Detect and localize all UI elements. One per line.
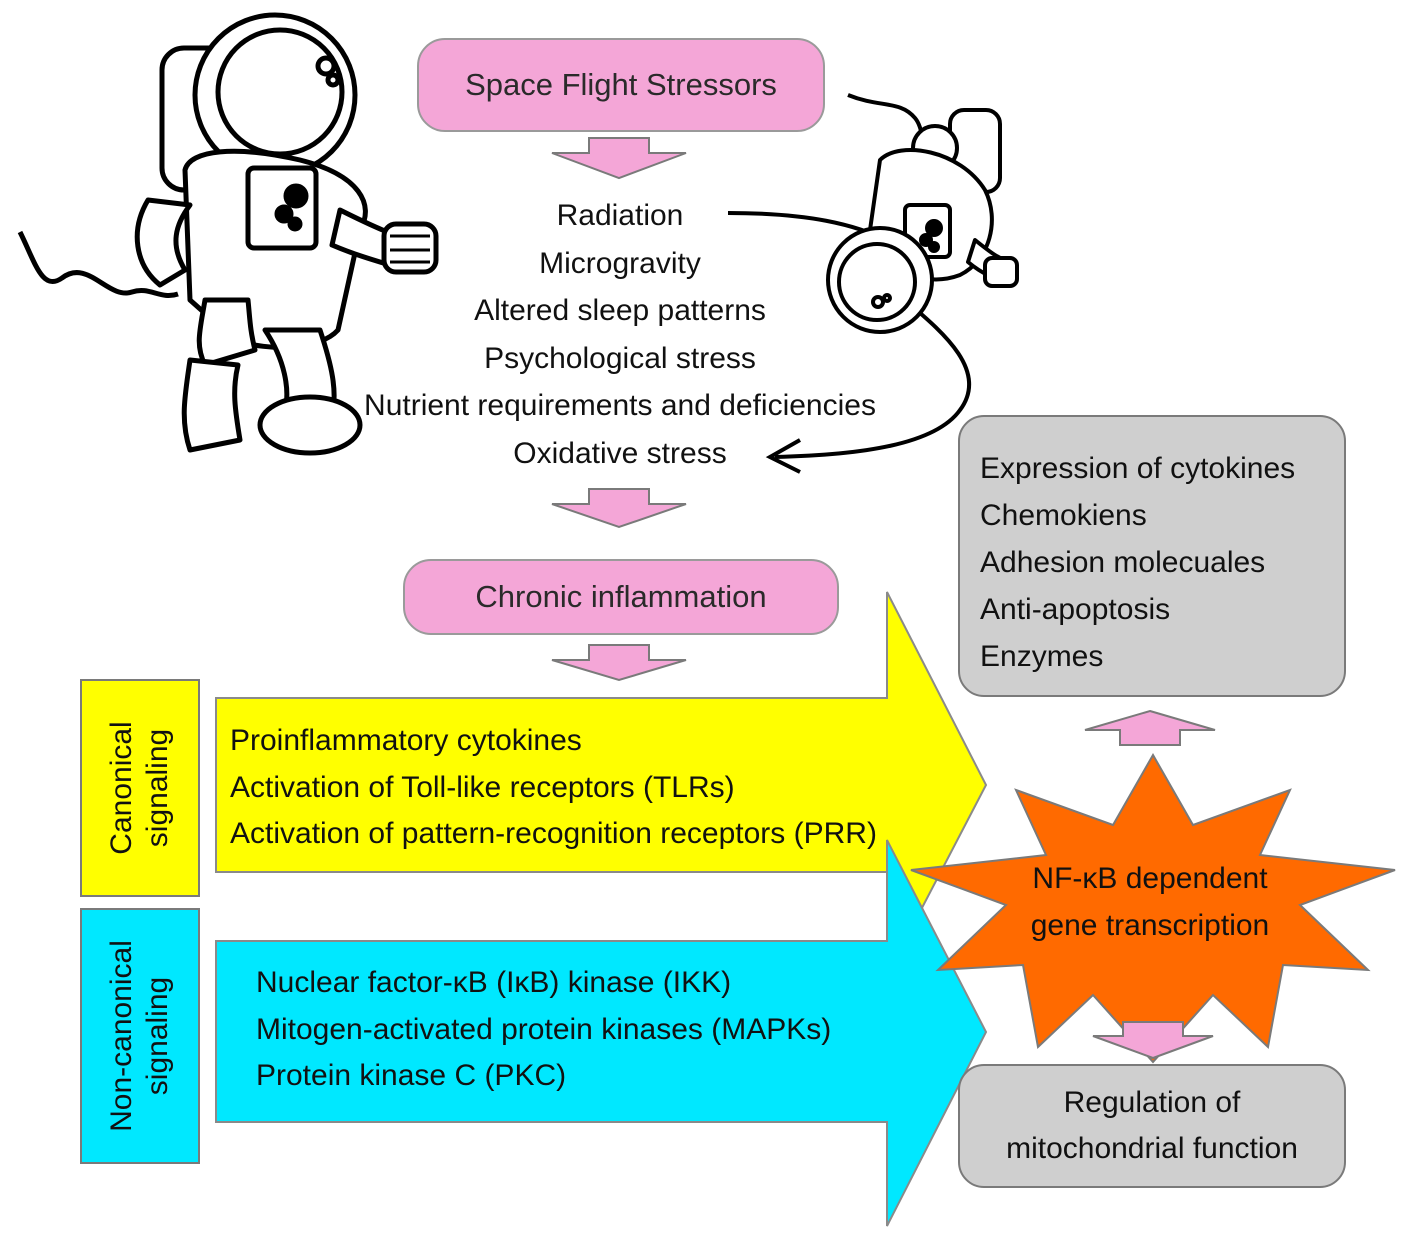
pink-arrow-2 <box>551 488 687 529</box>
stressor-item: Radiation <box>556 199 684 232</box>
curved-arrow-head <box>765 438 801 474</box>
canonical-item: Activation of Toll-like receptors (TLRs) <box>230 770 735 804</box>
noncanonical-arrow <box>215 839 988 1227</box>
outcomes-box: Expression of cytokines Chemokiens Adhes… <box>958 415 1346 697</box>
canonical-signaling-label: Canonical signaling <box>80 679 200 897</box>
outcomes-list: Expression of cytokines Chemokiens Adhes… <box>960 417 1344 680</box>
stressor-item: Nutrient requirements and deficiencies <box>364 389 876 422</box>
stressor-list: Radiation Microgravity Altered sleep pat… <box>300 192 940 477</box>
pink-arrow-3 <box>551 644 687 682</box>
chronic-inflammation-box: Chronic inflammation <box>403 559 839 635</box>
mitochondrial-function-box: Regulation of mitochondrial function <box>958 1064 1346 1188</box>
noncanonical-item: Nuclear factor-κB (IκB) kinase (IKK) <box>256 966 732 999</box>
mito-line2: mitochondrial function <box>1006 1132 1298 1165</box>
nfkb-line2: gene transcription <box>1030 909 1270 942</box>
nfkb-line1: NF-κB dependent <box>1032 862 1268 895</box>
space-flight-stressors-label: Space Flight Stressors <box>465 67 777 102</box>
noncanonical-signaling-label: Non-canonical signaling <box>80 908 200 1164</box>
canonical-label-line1: Canonical <box>105 721 138 855</box>
noncanonical-item: Protein kinase C (PKC) <box>256 1059 567 1092</box>
canonical-item: Activation of pattern-recognition recept… <box>230 817 877 850</box>
noncanonical-label-line1: Non-canonical <box>105 940 138 1132</box>
outcome-item: Chemokiens <box>980 499 1147 532</box>
pink-arrow-1 <box>551 137 687 180</box>
noncanonical-label-line2: signaling <box>141 976 174 1096</box>
chronic-inflammation-label: Chronic inflammation <box>475 579 767 614</box>
canonical-items: Proinflammatory cytokines Activation of … <box>230 718 877 858</box>
nfkb-label: NF-κB dependent gene transcription <box>1000 855 1300 949</box>
outcome-item: Expression of cytokines <box>980 452 1296 485</box>
astronaut-right-icon <box>826 93 1019 334</box>
canonical-label-line2: signaling <box>141 728 174 848</box>
stressor-item: Psychological stress <box>484 341 756 375</box>
pink-arrow-down-mito <box>1092 1021 1214 1060</box>
stressor-item: Altered sleep patterns <box>474 294 766 327</box>
outcome-item: Anti-apoptosis <box>980 593 1171 626</box>
outcome-item: Adhesion molecuales <box>980 546 1266 579</box>
nfkb-starburst <box>910 752 1396 1064</box>
mito-line1: Regulation of <box>1063 1086 1241 1119</box>
outcome-item: Enzymes <box>980 640 1104 673</box>
pink-arrow-up <box>1084 709 1216 746</box>
noncanonical-items: Nuclear factor-κB (IκB) kinase (IKK) Mit… <box>256 960 831 1100</box>
astronaut-left-icon <box>17 12 439 456</box>
stressor-item: Microgravity <box>539 246 701 280</box>
canonical-item: Proinflammatory cytokines <box>230 724 582 757</box>
stressor-item: Oxidative stress <box>513 436 727 470</box>
noncanonical-item: Mitogen-activated protein kinases (MAPKs… <box>256 1012 832 1046</box>
space-flight-stressors-box: Space Flight Stressors <box>417 38 825 132</box>
